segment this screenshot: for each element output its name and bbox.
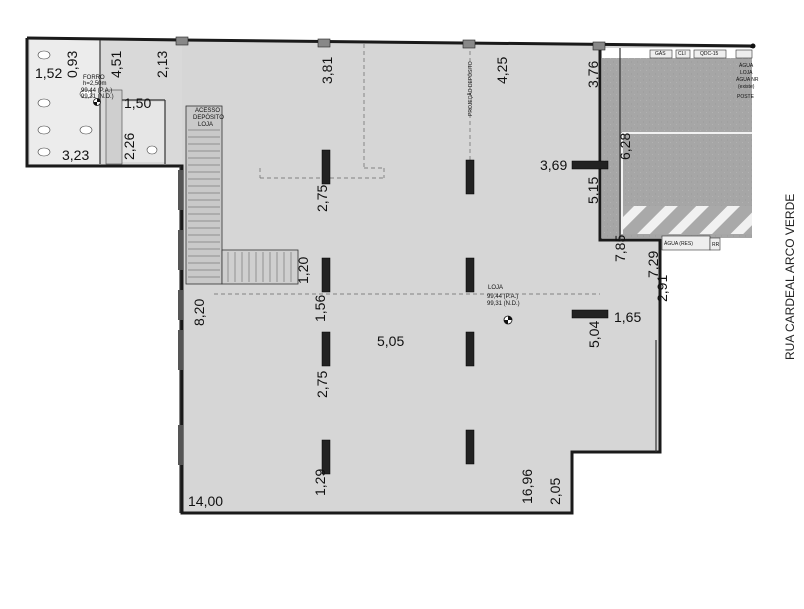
dim-376: 3,76 <box>585 61 601 88</box>
acesso-label-1: ACESSO <box>195 108 220 114</box>
column <box>571 309 609 319</box>
column <box>465 331 475 367</box>
columns <box>321 149 609 475</box>
toilet-icon <box>79 125 93 135</box>
dim-152: 1,52 <box>35 65 62 81</box>
dim-785: 7,85 <box>612 235 628 262</box>
projecao-label: PROJEÇÃO DEPÓSITO <box>467 61 474 116</box>
dim-729: 7,29 <box>645 251 661 278</box>
toilet-icon <box>37 147 51 157</box>
poste-icon <box>750 43 756 49</box>
dim-505: 5,05 <box>377 333 404 349</box>
stair-steps <box>188 129 220 278</box>
dim-1696: 16,96 <box>519 469 535 504</box>
toilet-icon <box>146 145 158 155</box>
dim-275b: 2,75 <box>314 371 330 398</box>
dim-820: 8,20 <box>191 299 207 326</box>
dim-1400: 14,00 <box>188 493 223 509</box>
stair-hall <box>185 105 223 285</box>
toilet-icon <box>37 125 51 135</box>
forro-height: h=2,50m <box>83 81 107 87</box>
dim-156: 1,56 <box>312 295 328 322</box>
dim-129: 1,29 <box>312 469 328 496</box>
gas-label: GÁS <box>655 50 666 57</box>
toilet-icon <box>37 50 51 60</box>
dim-369: 3,69 <box>540 157 567 173</box>
dim-120: 1,20 <box>295 257 311 284</box>
column <box>321 439 331 475</box>
forro-nd: 99,31 (N.D.) <box>81 94 114 100</box>
dim-205: 2,05 <box>547 478 563 505</box>
acesso-label-3: LOJA <box>198 122 213 128</box>
dim-150: 1,50 <box>124 95 151 111</box>
dim-425: 4,25 <box>494 57 510 84</box>
dim-504: 5,04 <box>586 321 602 348</box>
column <box>321 331 331 367</box>
room-labels: FORRO h=2,50m 99,44 (P.A.) 99,31 (N.D.) … <box>81 50 759 307</box>
forro-pa: 99,44 (P.A.) <box>81 88 112 94</box>
loja-pa: 99,44 (P.A.) <box>487 294 518 300</box>
dimension-labels: 0,93 4,51 2,13 3,81 4,25 3,76 1,52 1,50 … <box>35 51 670 509</box>
rr-box <box>709 237 721 251</box>
agua-loja-1: ÁGUA <box>739 62 754 69</box>
counter <box>105 89 123 165</box>
level-marker-icon <box>93 98 101 106</box>
rr-label: RR <box>712 242 720 248</box>
dim-226: 2,26 <box>121 133 137 160</box>
forro-title: FORRO <box>83 75 105 81</box>
column <box>465 257 475 293</box>
stair-landing <box>221 249 299 285</box>
dim-165: 1,65 <box>614 309 641 325</box>
agua-res-label: ÁGUA (RES) <box>664 240 693 247</box>
projection-lines <box>214 44 600 295</box>
dim-291: 2,91 <box>654 275 670 302</box>
agua-nr-1: ÁGUA NR <box>736 76 759 83</box>
agua-loja-2: LOJA <box>740 70 753 76</box>
bathroom-right-room <box>120 102 165 162</box>
dim-515: 5,15 <box>585 177 601 204</box>
landing-steps <box>227 252 292 282</box>
column <box>465 429 475 465</box>
dim-451: 4,51 <box>108 51 124 78</box>
loja-nd: 99,31 (N.D.) <box>487 301 520 307</box>
wall-markers <box>175 36 606 51</box>
left-windows <box>178 170 183 465</box>
column <box>321 257 331 293</box>
dim-628: 6,28 <box>617 133 633 160</box>
poste-label: POSTE <box>737 94 755 100</box>
column <box>571 160 609 170</box>
dim-323: 3,23 <box>62 147 89 163</box>
level-marker-icon <box>503 315 513 325</box>
cli-label: CLI <box>678 51 686 57</box>
utility-boxes <box>649 49 753 59</box>
column <box>465 159 475 195</box>
qdc-label: QDC-15 <box>700 51 719 57</box>
street-name: RUA CARDEAL ARCO VERDE <box>783 194 797 360</box>
dim-275a: 2,75 <box>314 185 330 212</box>
column <box>321 149 331 185</box>
loja-label: LOJA <box>488 285 503 291</box>
toilet-icon <box>79 89 93 99</box>
acesso-label-2: DEPÓSITO <box>193 114 224 121</box>
agua-nr-2: (existe) <box>738 84 755 90</box>
toilet-icon <box>37 98 51 108</box>
dim-213: 2,13 <box>154 51 170 78</box>
dim-381: 3,81 <box>319 57 335 84</box>
dim-093: 0,93 <box>64 51 80 78</box>
parking-hatch <box>622 206 752 234</box>
